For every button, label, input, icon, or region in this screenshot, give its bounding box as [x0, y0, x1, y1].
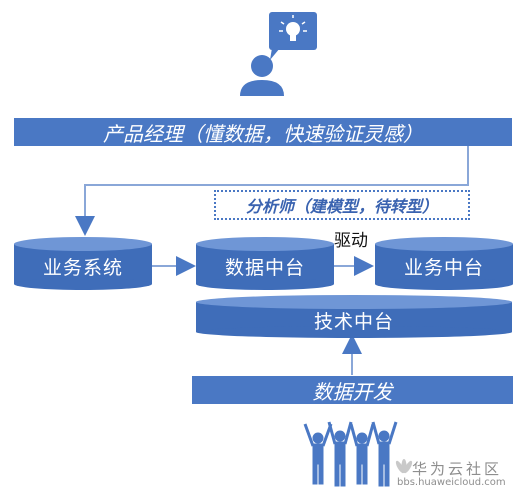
watermark-url: bbs.huaweicloud.com	[397, 477, 506, 488]
data-middle-label: 数据中台	[224, 256, 305, 279]
huawei-logo	[395, 459, 413, 474]
analyst-label: 分析师（建模型，待转型）	[245, 197, 438, 216]
analyst-box: 分析师（建模型，待转型）	[214, 190, 470, 220]
watermark-name: 华为云社区	[412, 460, 503, 478]
business-system-label: 业务系统	[42, 256, 123, 279]
cylinder-tech-middle	[196, 295, 512, 338]
data-development-bar: 数据开发	[192, 376, 513, 404]
lightbulb-icon	[269, 12, 317, 60]
cylinder-business-middle	[375, 237, 513, 290]
cylinder-data-middle	[196, 237, 334, 290]
team-cheering-icon	[303, 421, 398, 487]
data-development-label: 数据开发	[312, 379, 393, 404]
drive-label: 驱动	[334, 231, 368, 251]
tech-middle-label: 技术中台	[313, 310, 394, 333]
product-manager-label: 产品经理（懂数据，快速验证灵感）	[103, 121, 423, 146]
person-icon	[240, 55, 284, 96]
feedback-loop-line	[75, 146, 469, 236]
product-manager-bar: 产品经理（懂数据，快速验证灵感）	[14, 118, 512, 146]
business-middle-label: 业务中台	[403, 256, 484, 279]
cylinder-business-system	[14, 237, 152, 290]
